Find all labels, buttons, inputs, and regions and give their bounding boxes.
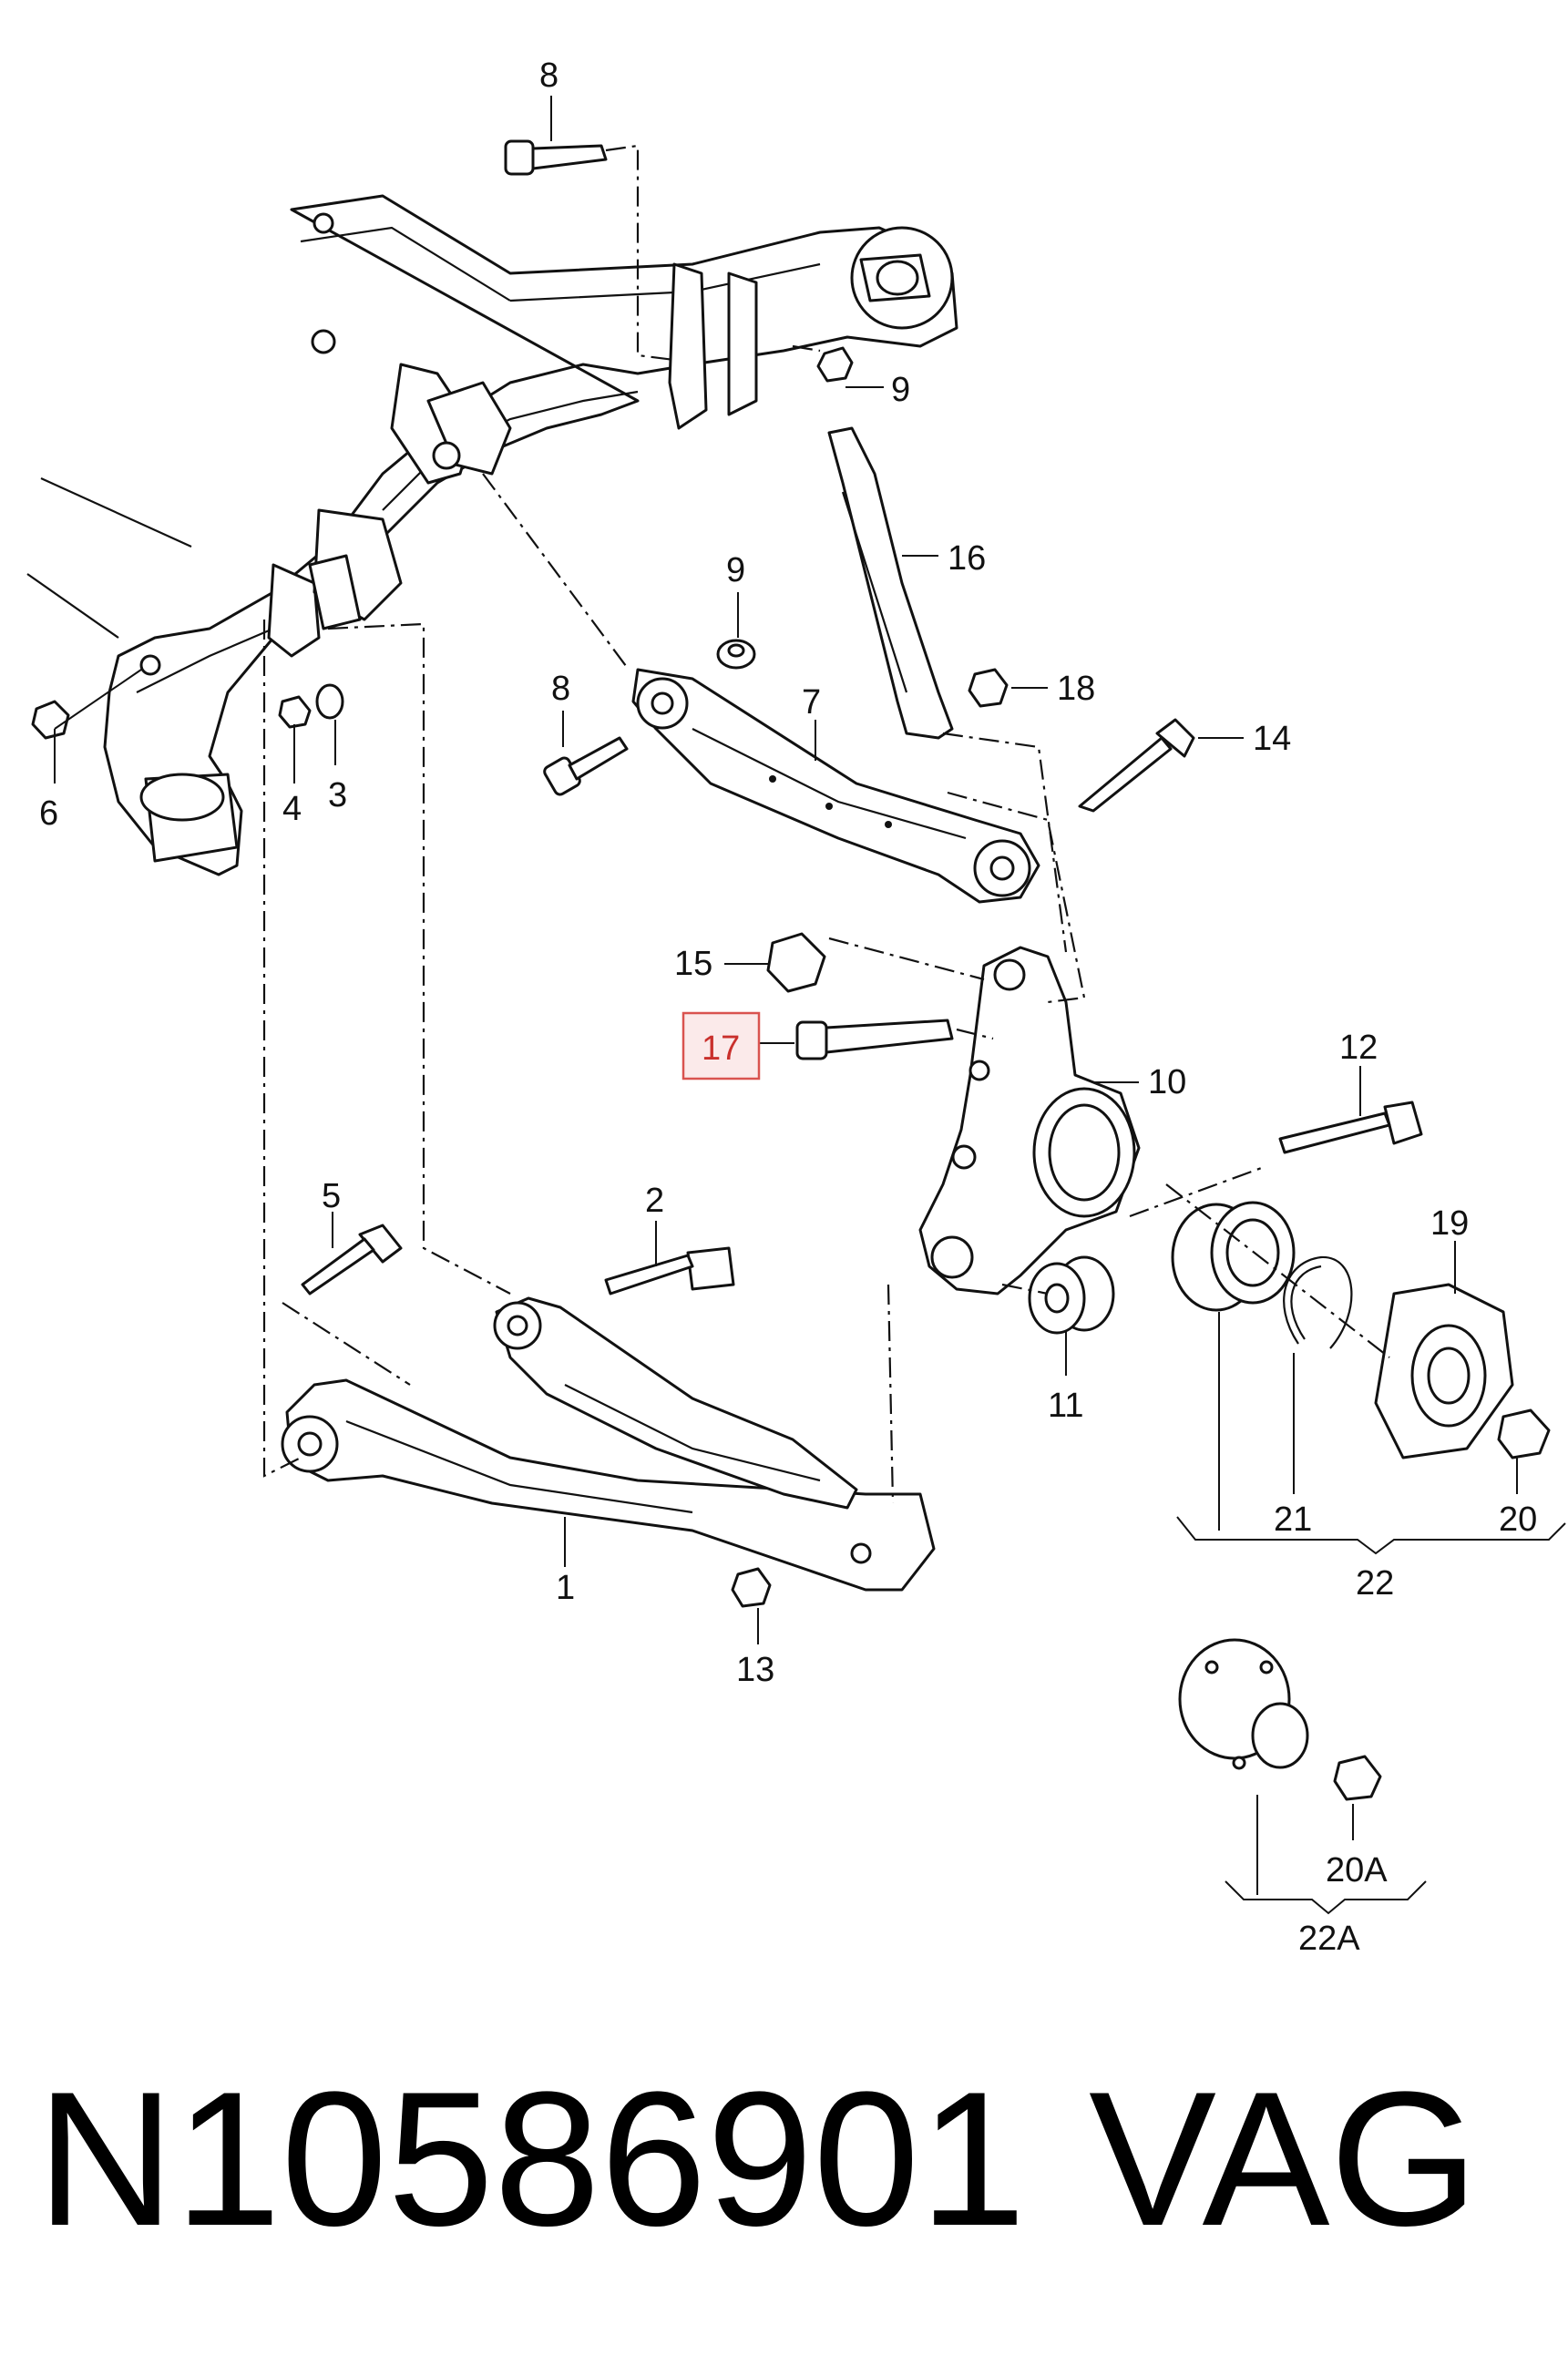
highlight-box-17 <box>682 1011 761 1080</box>
upper-control-arm <box>631 668 1040 904</box>
nut-20 <box>1497 1408 1551 1459</box>
bolt-8-lower <box>543 736 629 796</box>
bearing-22 <box>1171 1201 1296 1312</box>
brand-caption: VAG <box>1089 2052 1479 2266</box>
nut-20a <box>1333 1755 1382 1801</box>
label-1: 1 <box>556 1569 575 1607</box>
nut-9-top <box>816 346 854 383</box>
circlip-21 <box>1283 1255 1353 1349</box>
label-8-lower: 8 <box>551 670 570 708</box>
label-4: 4 <box>282 790 302 828</box>
leader-lines <box>54 96 1566 1915</box>
bushing-11 <box>1028 1255 1115 1335</box>
label-16: 16 <box>948 539 986 578</box>
nut-9-mid <box>716 639 756 670</box>
label-6: 6 <box>39 794 58 833</box>
label-22: 22 <box>1356 1564 1394 1603</box>
hub-19 <box>1374 1283 1514 1459</box>
label-20a: 20A <box>1326 1851 1388 1890</box>
bolt-2 <box>604 1246 735 1296</box>
label-8-top: 8 <box>539 56 559 95</box>
label-22a: 22A <box>1298 1920 1360 1958</box>
nut-13 <box>731 1567 772 1608</box>
label-19: 19 <box>1430 1204 1469 1243</box>
label-2: 2 <box>645 1182 664 1220</box>
label-11: 11 <box>1048 1387 1083 1425</box>
part-labels: 8 9 9 16 8 7 18 14 6 4 3 15 17 10 12 5 2… <box>39 56 1537 1958</box>
bolt-5 <box>301 1224 403 1296</box>
label-15: 15 <box>674 945 712 983</box>
label-17: 17 <box>702 1029 740 1068</box>
hub-22a <box>1178 1638 1309 1770</box>
label-20: 20 <box>1499 1500 1537 1539</box>
label-21: 21 <box>1274 1500 1312 1539</box>
label-9-mid: 9 <box>726 551 745 589</box>
toe-link <box>827 426 954 740</box>
label-14: 14 <box>1253 720 1291 758</box>
label-3: 3 <box>328 776 347 814</box>
bolt-12 <box>1278 1101 1423 1154</box>
nut-6 <box>31 700 70 740</box>
bolt-17 <box>795 1019 954 1060</box>
nut-4 <box>278 695 312 729</box>
label-12: 12 <box>1339 1029 1378 1067</box>
label-5: 5 <box>322 1177 341 1215</box>
part-number-caption: N10586901 <box>36 2052 1026 2266</box>
fasteners <box>31 139 1551 1801</box>
wheel-bearing-housing <box>918 946 1141 1296</box>
label-13: 13 <box>736 1651 774 1689</box>
label-10: 10 <box>1148 1063 1186 1101</box>
label-18: 18 <box>1057 670 1095 708</box>
bolt-8-top <box>504 139 608 176</box>
nut-18 <box>968 668 1009 708</box>
nut-15 <box>766 932 826 993</box>
assembly-lines <box>262 144 1390 1504</box>
lower-wishbone <box>281 1296 936 1592</box>
label-7: 7 <box>802 683 821 722</box>
washer-3 <box>315 683 344 720</box>
label-9-top: 9 <box>891 371 910 409</box>
bolt-14 <box>1078 718 1195 813</box>
subframe <box>26 194 958 876</box>
